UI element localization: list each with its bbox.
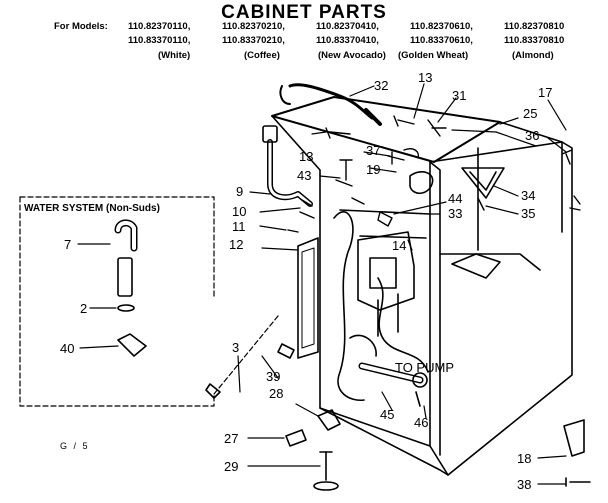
- screw-38: [565, 477, 591, 487]
- corner-18: [563, 419, 585, 457]
- washer-2: [117, 304, 135, 312]
- callout-43: 43: [297, 168, 311, 183]
- callout-3: 3: [232, 340, 239, 355]
- side-panel-12: [297, 237, 319, 359]
- callout-32: 32: [374, 78, 388, 93]
- model-number: 110.83370610,: [410, 35, 473, 46]
- model-number: 110.83370110,: [128, 35, 191, 46]
- hose-9: [262, 125, 313, 207]
- model-number: 110.83370810: [504, 35, 565, 46]
- callout-14: 14: [392, 238, 406, 253]
- bracket-34: [461, 167, 505, 199]
- model-number: 110.82370610,: [410, 21, 473, 32]
- callout-18: 18: [517, 451, 531, 466]
- callout-35: 35: [521, 206, 535, 221]
- callout-17: 17: [538, 85, 552, 100]
- model-number: 110.82370110,: [128, 21, 191, 32]
- callout-34: 34: [521, 188, 535, 203]
- callout-45: 45: [380, 407, 394, 422]
- model-number: 110.82370410,: [316, 21, 379, 32]
- part-39-clip: [277, 343, 295, 359]
- pump-hose: [358, 362, 428, 407]
- callout-44: 44: [448, 191, 462, 206]
- clip-28: [317, 409, 341, 431]
- model-number: 110.82370210,: [222, 21, 285, 32]
- model-number: 110.83370410,: [316, 35, 379, 46]
- callout-39: 39: [266, 369, 280, 384]
- page-title: CABINET PARTS: [221, 2, 387, 23]
- model-number: 110.82370810: [504, 21, 565, 32]
- models-prefix: For Models:: [54, 21, 108, 32]
- callout-33: 33: [448, 206, 462, 221]
- inset-title: WATER SYSTEM (Non-Suds): [24, 203, 160, 214]
- callout-38: 38: [517, 477, 531, 492]
- model-color: (White): [158, 50, 191, 61]
- callout-37: 37: [366, 143, 380, 158]
- elbow-hose-7: [114, 219, 138, 252]
- callout-13: 13: [299, 149, 313, 164]
- model-color: (Golden Wheat): [398, 50, 469, 61]
- electrical-bracket-14: [357, 231, 415, 337]
- water-system-inset-frame: [19, 196, 279, 407]
- callout-25: 25: [523, 106, 537, 121]
- callout-29: 29: [224, 459, 238, 474]
- model-number: 110.83370210,: [222, 35, 285, 46]
- callout-13: 13: [418, 70, 432, 85]
- elbow-3: [205, 383, 221, 399]
- callout-11: 11: [232, 219, 246, 234]
- callout-9: 9: [236, 184, 243, 199]
- model-color: (Almond): [512, 50, 554, 61]
- callout-2: 2: [80, 301, 87, 316]
- top-hole-19: [409, 171, 434, 195]
- leader-lines: [77, 83, 567, 485]
- callout-27: 27: [224, 431, 238, 446]
- model-color: (New Avocado): [318, 50, 386, 61]
- callout-36: 36: [525, 128, 539, 143]
- fitting-40: [117, 333, 147, 357]
- top-strap-25: [451, 129, 537, 147]
- callout-12: 12: [229, 237, 243, 252]
- callout-31: 31: [452, 88, 466, 103]
- tube-hose: [117, 257, 133, 297]
- callout-19: 19: [366, 162, 380, 177]
- callout-10: 10: [232, 204, 246, 219]
- leveling-leg-29: [313, 451, 339, 491]
- page-marker: G / 5: [60, 441, 90, 451]
- cabinet-body: [271, 96, 573, 476]
- clip-27: [285, 429, 307, 447]
- callout-40: 40: [60, 341, 74, 356]
- to-pump-label: TO PUMP: [395, 360, 454, 375]
- callout-46: 46: [414, 415, 428, 430]
- fasteners: [287, 115, 581, 233]
- callout-7: 7: [64, 237, 71, 252]
- cord-32: [279, 83, 382, 126]
- callout-28: 28: [269, 386, 283, 401]
- model-color: (Coffee): [244, 50, 280, 61]
